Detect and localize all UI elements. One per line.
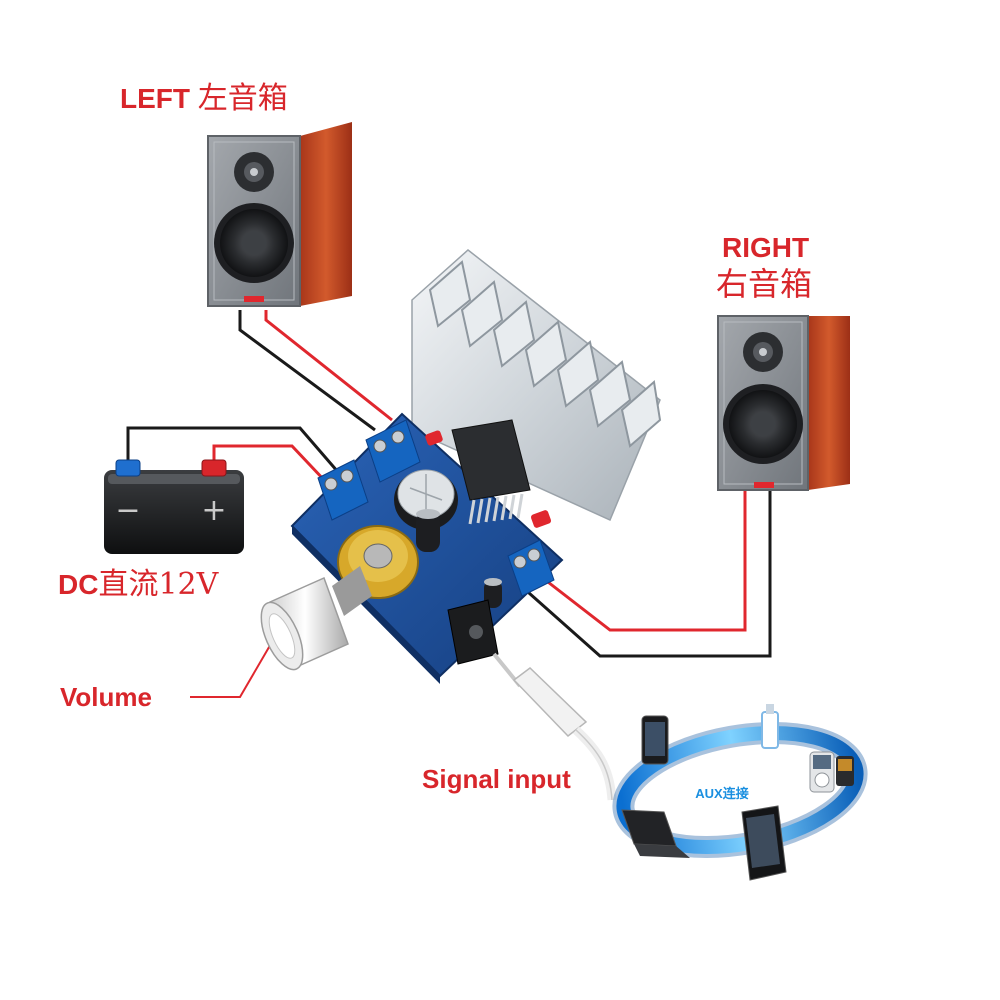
aux-label: AUX连接 [695,786,748,801]
laptop-icon [621,809,690,858]
audio-jack [447,599,499,665]
left-label-cn: 左音箱 [197,81,288,116]
dc-label-cn: 直流12V [98,567,219,602]
left-speaker-black-wire [238,310,376,432]
wires [126,310,772,698]
left-label-en: LEFT [120,83,190,114]
ipod-icon [809,751,835,793]
right-speaker-label-en: RIGHT [722,232,810,263]
battery-positive-wire [212,444,328,484]
battery-negative-mark: − [115,493,140,528]
dc-power-label: DC直流12V [58,570,218,600]
dc-label-en: DC [58,569,99,600]
right-speaker-black-wire [519,488,772,658]
tablet-icon [741,805,787,881]
signal-input-label: Signal input [422,764,571,794]
speaker-left-terminal [365,419,421,483]
aux-device-ring: AUX连接 [612,704,868,881]
volume-pointer-line [190,641,273,698]
left-speaker-label: LEFT 左音箱 [120,84,288,114]
amplifier-board-icon [290,412,564,684]
battery-positive-mark: + [201,493,226,528]
battery-negative-wire [126,426,340,473]
volume-label: Volume [60,682,152,712]
speaker-right-terminal [507,539,555,597]
usb-drive-icon [761,704,779,749]
smartphone-icon [641,715,669,765]
battery-icon: − + [104,459,244,554]
volume-knob-icon [260,566,372,671]
right-speaker-label-cn: 右音箱 [716,265,813,303]
audio-cable-icon [492,652,617,801]
right-speaker-red-wire [534,488,747,632]
mp3-player-icon [836,756,854,786]
left-speaker-icon [207,122,352,307]
left-speaker-red-wire [264,310,393,422]
right-speaker-icon [717,315,850,491]
power-terminal [317,459,369,521]
